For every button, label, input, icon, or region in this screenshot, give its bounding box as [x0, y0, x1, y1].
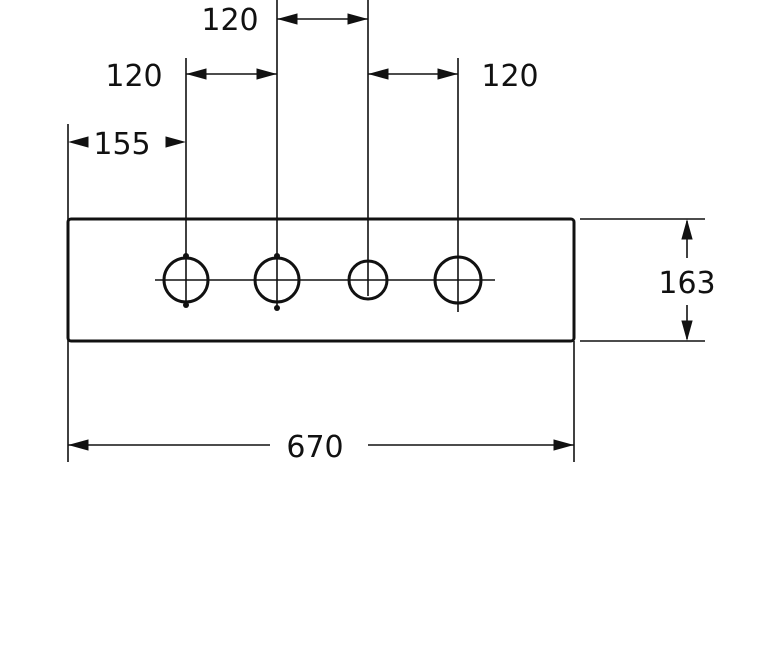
dim-offset-arrow-left: [68, 136, 89, 148]
dim-offset-label: 155: [93, 127, 150, 162]
dim-width-arrow-left: [68, 439, 89, 451]
dim-top-label: 120: [201, 3, 258, 38]
dim-height-arrow-bottom: [681, 320, 693, 341]
dim-offset-arrow-right: [165, 136, 186, 148]
dim-left-arrow-left: [186, 68, 207, 80]
dim-height-arrow-top: [681, 219, 693, 240]
dim-right-arrow-left: [368, 68, 389, 80]
dim-width-arrow-right: [553, 439, 574, 451]
dim-right-label: 120: [481, 59, 538, 94]
hole-2-bottom-dot: [274, 305, 280, 311]
dim-left-arrow-right: [256, 68, 277, 80]
dim-top-arrow-right: [347, 13, 368, 25]
dim-width-label: 670: [286, 430, 343, 465]
dim-left-label: 120: [105, 59, 162, 94]
dim-right-arrow-right: [437, 68, 458, 80]
hole-2-top-dot: [274, 253, 280, 259]
hole-1-bottom-dot: [183, 302, 189, 308]
hole-1-top-dot: [183, 253, 189, 259]
dim-height-label: 163: [658, 266, 715, 301]
dim-top-arrow-left: [277, 13, 298, 25]
